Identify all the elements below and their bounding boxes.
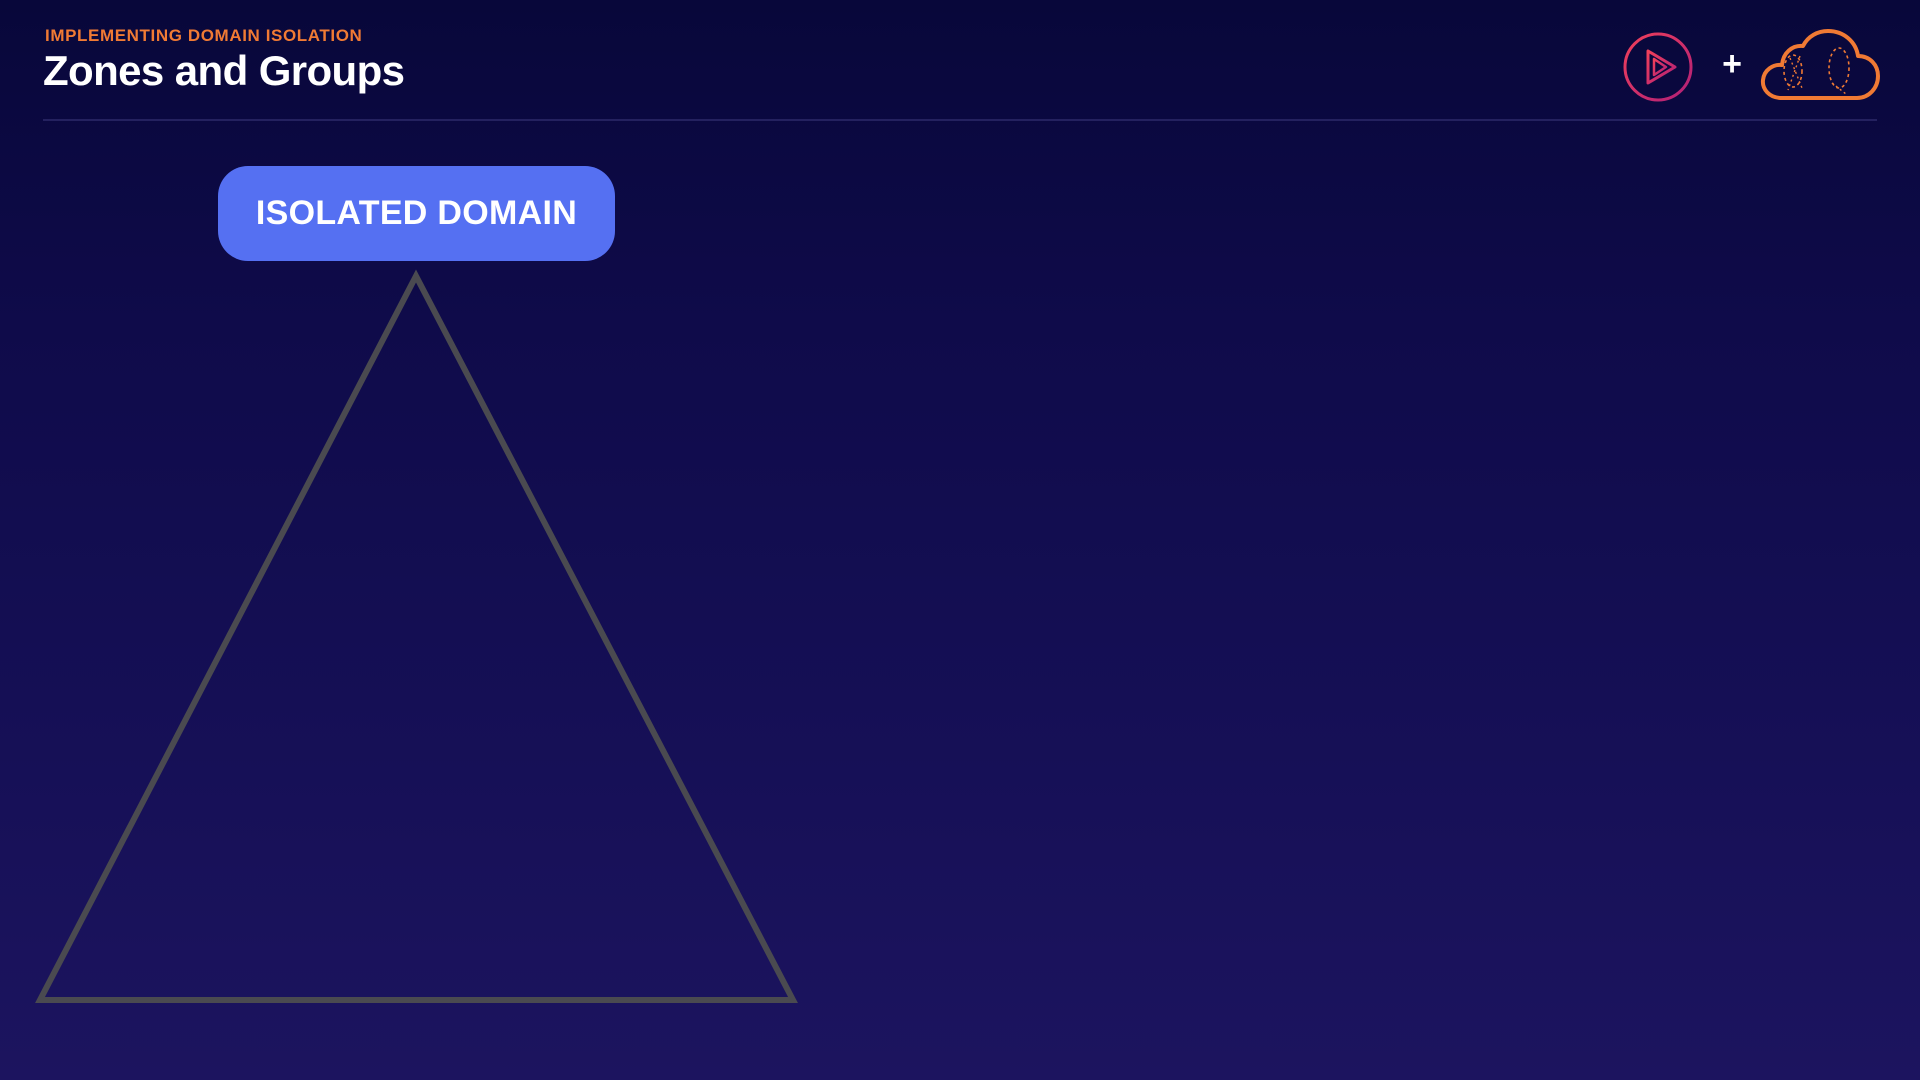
isolated-domain-label: ISOLATED DOMAIN bbox=[218, 166, 615, 261]
section-eyebrow: IMPLEMENTING DOMAIN ISOLATION bbox=[45, 26, 363, 45]
slide-title: Zones and Groups bbox=[43, 47, 405, 94]
triangle-outline bbox=[35, 269, 798, 1003]
play-icon bbox=[1623, 32, 1693, 102]
brand-logos: + bbox=[1620, 28, 1880, 104]
header-divider bbox=[43, 119, 1877, 121]
plus-sign: + bbox=[1722, 45, 1742, 83]
cloud-icon bbox=[1760, 29, 1880, 100]
